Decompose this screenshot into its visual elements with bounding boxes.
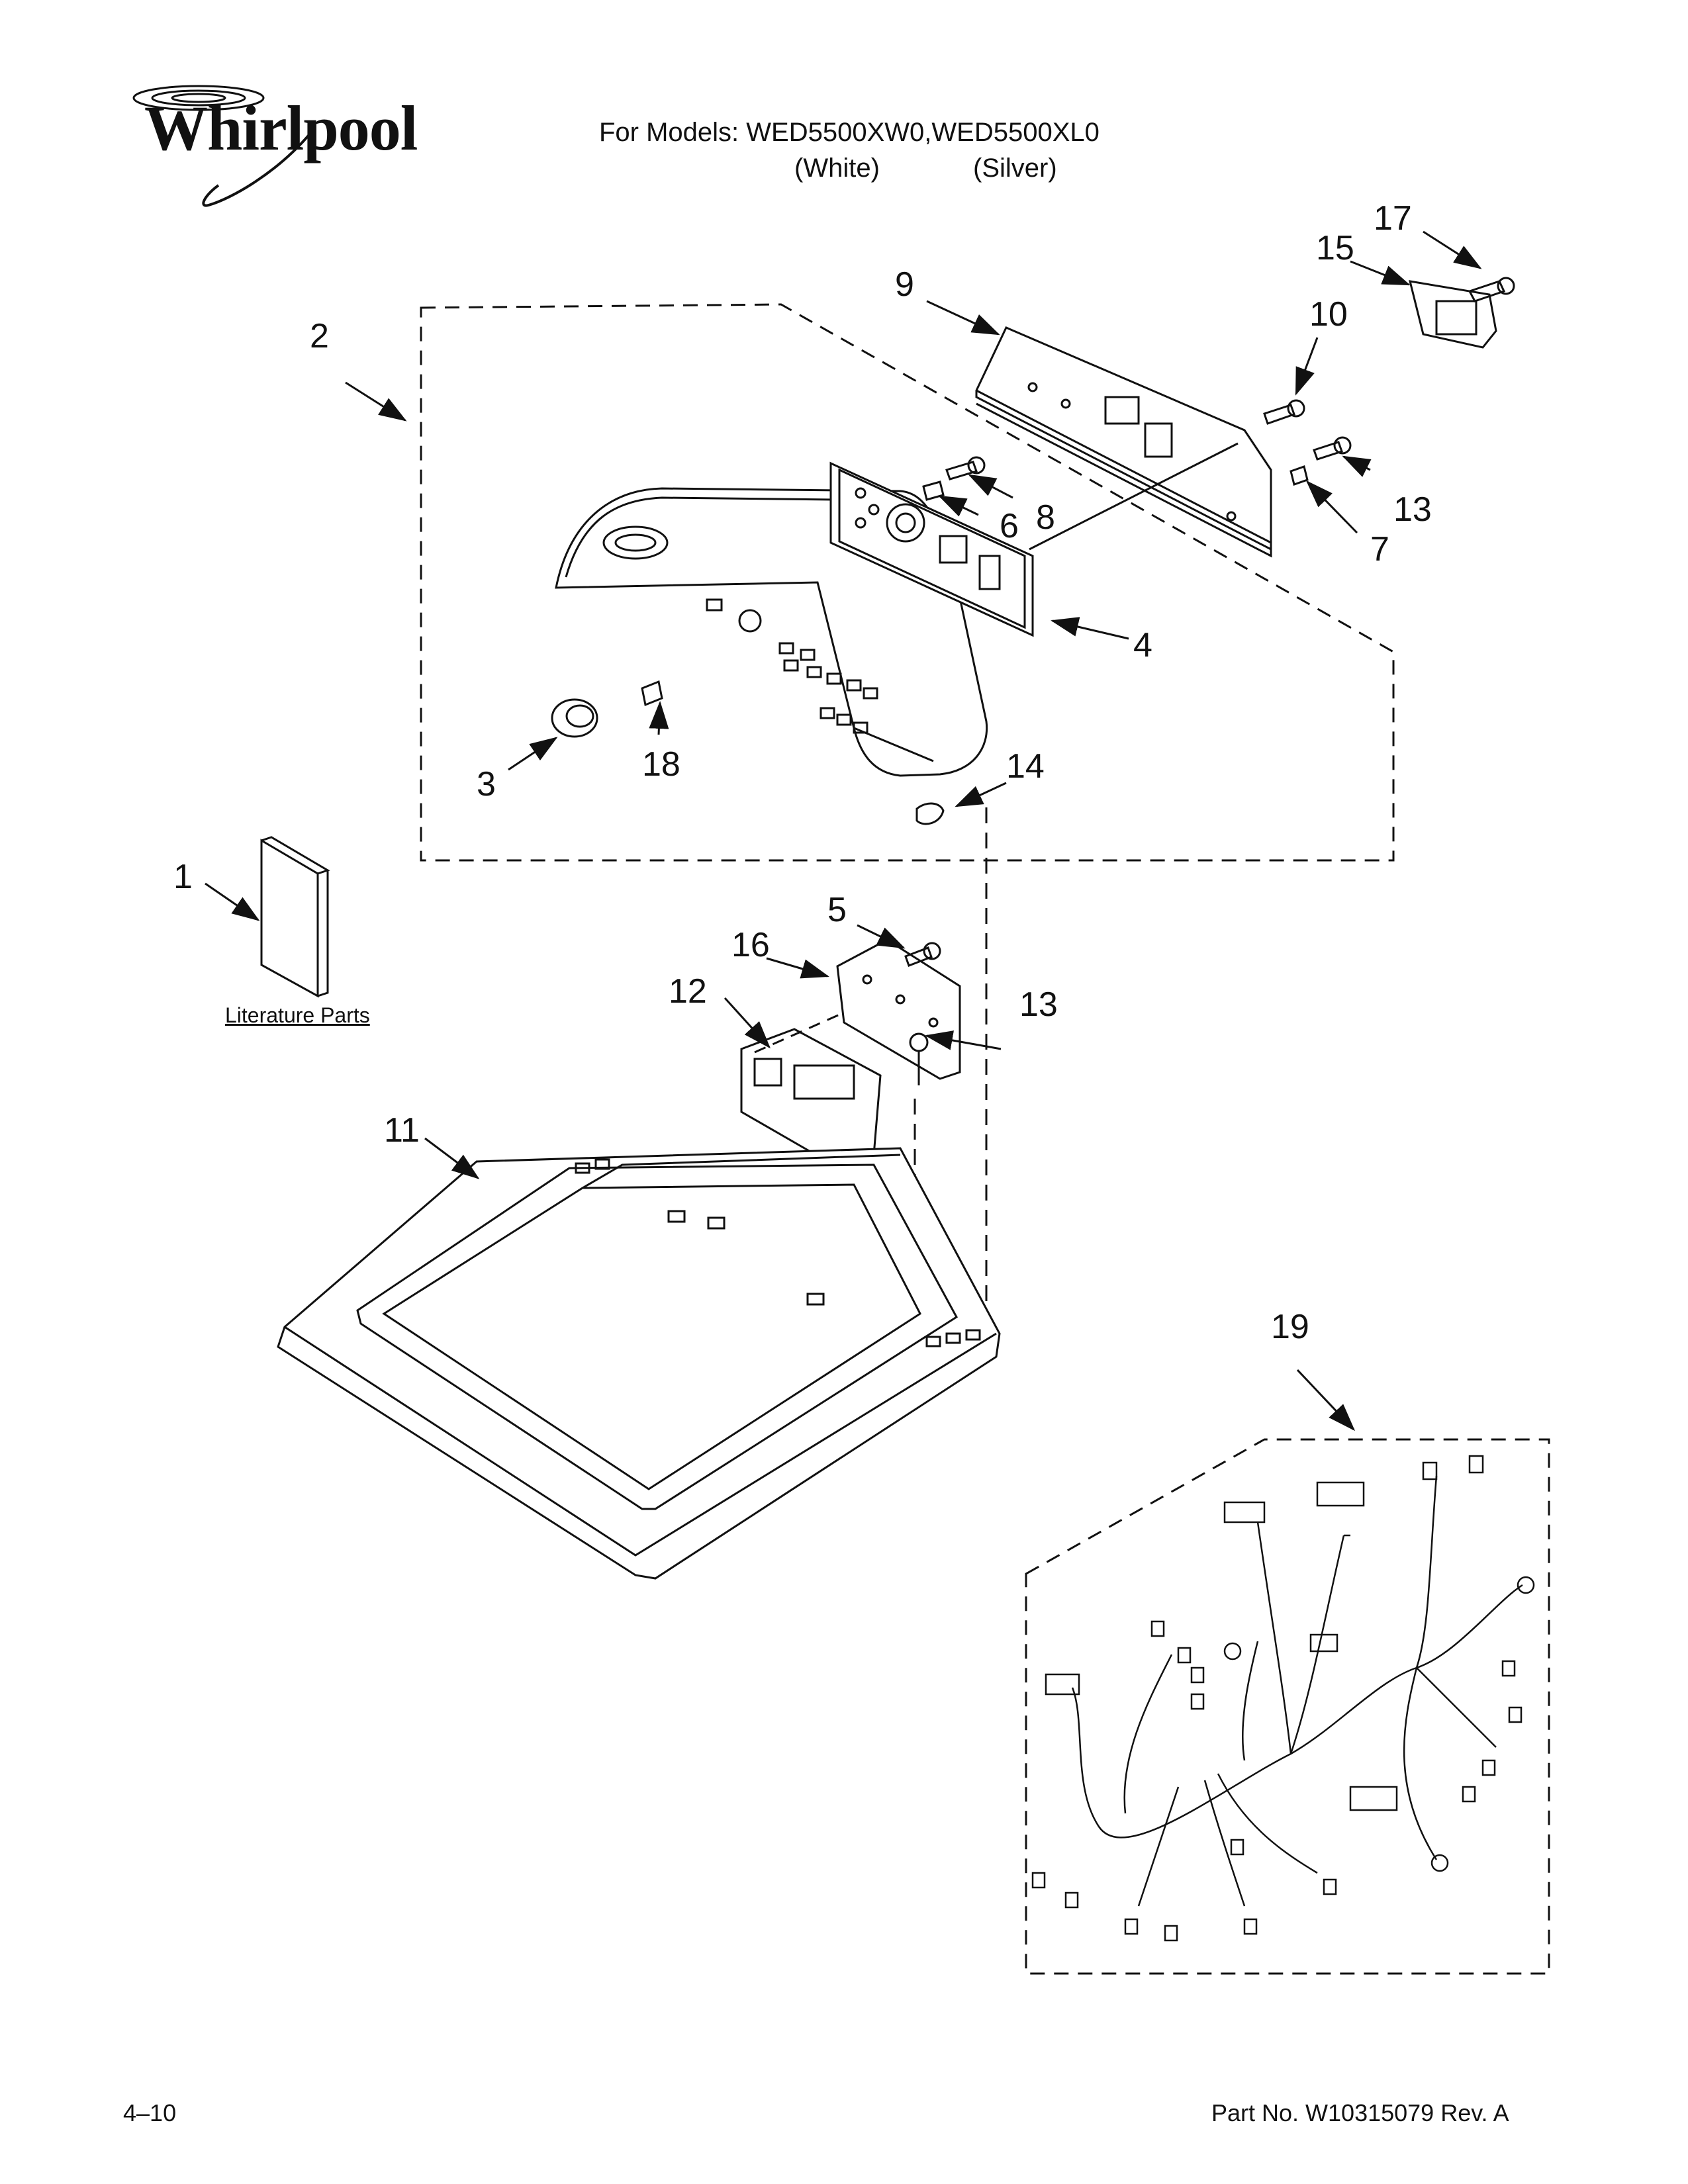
callout-12: 12 — [669, 972, 707, 1011]
callout-19: 19 — [1271, 1308, 1309, 1346]
callout-9: 9 — [895, 265, 914, 304]
console-group-box — [420, 303, 1395, 862]
callout-17: 17 — [1374, 199, 1412, 238]
callout-13-upper: 13 — [1393, 490, 1432, 529]
cover-plate — [1408, 280, 1497, 349]
callout-14: 14 — [1006, 747, 1045, 786]
page-number: 4–10 — [123, 2099, 177, 2126]
whirlpool-logo — [132, 85, 312, 207]
clip-14 — [915, 802, 945, 825]
screw-17 — [1468, 277, 1515, 302]
top-panel — [277, 1147, 1001, 1580]
knob — [551, 698, 598, 738]
callout-13-lower: 13 — [1019, 985, 1058, 1024]
part-number: Part No. W10315079 Rev. A — [1211, 2099, 1509, 2126]
callout-5: 5 — [827, 891, 847, 929]
whirlpool-wordmark: Whirlpool — [144, 93, 418, 163]
literature-parts-label: Literature Parts — [225, 1003, 370, 1027]
callout-2: 2 — [310, 317, 329, 355]
callout-15: 15 — [1316, 229, 1354, 267]
callout-1: 1 — [173, 858, 193, 896]
literature-book — [260, 836, 330, 998]
models-line: For Models: WED5500XW0,WED5500XL0 — [599, 118, 1100, 147]
callout-11: 11 — [384, 1111, 420, 1150]
callout-8: 8 — [1036, 498, 1055, 537]
clip-7 — [1289, 465, 1309, 486]
clip-6 — [922, 480, 945, 501]
callout-4: 4 — [1133, 626, 1152, 664]
callout-leaders — [205, 230, 1482, 1432]
color-white-label: (White) — [794, 154, 880, 183]
color-silver-label: (Silver) — [973, 154, 1057, 183]
callout-16: 16 — [731, 926, 770, 964]
callout-3: 3 — [477, 765, 496, 803]
knob-shaft — [641, 680, 663, 707]
callout-6: 6 — [1000, 507, 1019, 545]
wire-harness — [1031, 1455, 1535, 1942]
callout-7: 7 — [1370, 530, 1389, 569]
callout-10: 10 — [1309, 295, 1348, 334]
screw-8 — [945, 456, 986, 480]
callout-18: 18 — [642, 745, 680, 784]
mounting-bracket — [836, 938, 961, 1080]
console-rear-bracket — [975, 326, 1272, 558]
screw-10 — [1263, 399, 1305, 425]
screw-13-upper — [1313, 436, 1352, 461]
screw-5 — [904, 942, 941, 967]
wire-harness-box — [1025, 1438, 1550, 1975]
user-interface-board — [829, 461, 1034, 637]
